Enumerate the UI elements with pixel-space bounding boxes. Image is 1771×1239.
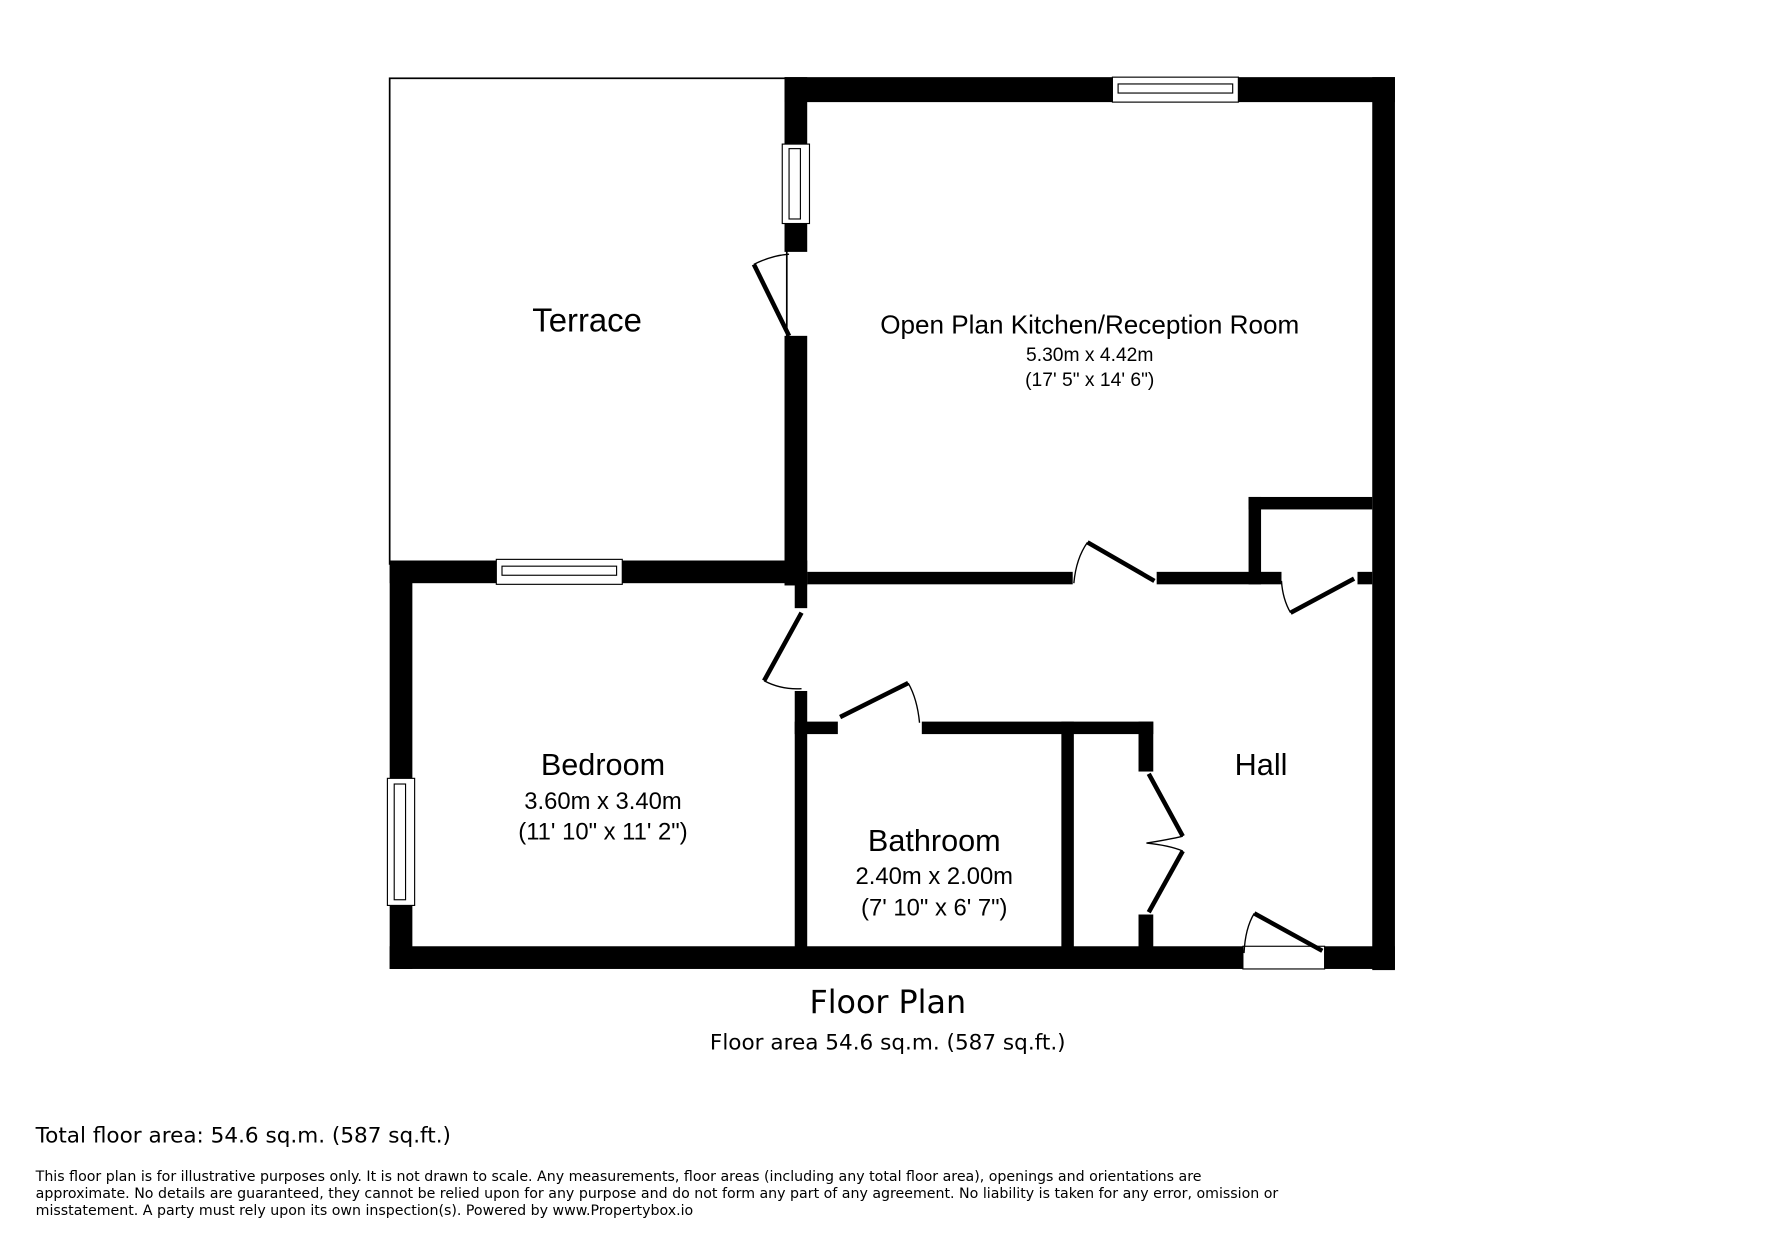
room-metric: 5.30m x 4.42m [1026, 345, 1153, 366]
room-metric: 2.40m x 2.00m [856, 863, 1014, 890]
room-hall: Hall [1235, 748, 1288, 782]
room-name: Bedroom [541, 748, 665, 782]
room-bathroom: Bathroom 2.40m x 2.00m (7' 10" x 6' 7") [856, 824, 1014, 922]
window-kitchen-left [781, 143, 811, 225]
window-bedroom-top [495, 558, 623, 585]
room-name: Hall [1235, 748, 1288, 782]
room-imperial: (7' 10" x 6' 7") [861, 895, 1007, 922]
room-name: Terrace [532, 301, 642, 338]
room-imperial: (17' 5" x 14' 6") [1025, 370, 1154, 391]
disclaimer-line: approximate. No details are guaranteed, … [36, 1186, 1279, 1202]
room-name: Bathroom [868, 824, 1001, 858]
room-name: Open Plan Kitchen/Reception Room [880, 310, 1299, 340]
disclaimer-line: This floor plan is for illustrative purp… [35, 1169, 1202, 1185]
plan-subtitle: Floor area 54.6 sq.m. (587 sq.ft.) [710, 1031, 1066, 1056]
window-bedroom-left [386, 777, 416, 906]
room-kitchen: Open Plan Kitchen/Reception Room 5.30m x… [880, 310, 1299, 391]
room-imperial: (11' 10" x 11' 2") [518, 819, 687, 846]
disclaimer-line: misstatement. A party must rely upon its… [36, 1203, 694, 1219]
doors [751, 253, 1356, 970]
room-bedroom: Bedroom 3.60m x 3.40m (11' 10" x 11' 2") [518, 748, 687, 846]
room-terrace: Terrace [532, 301, 642, 338]
window-kitchen-top [1111, 76, 1239, 103]
room-metric: 3.60m x 3.40m [524, 788, 682, 815]
total-floor-area: Total floor area: 54.6 sq.m. (587 sq.ft.… [35, 1124, 451, 1149]
plan-title: Floor Plan [809, 985, 966, 1021]
disclaimer: This floor plan is for illustrative purp… [35, 1169, 1279, 1219]
